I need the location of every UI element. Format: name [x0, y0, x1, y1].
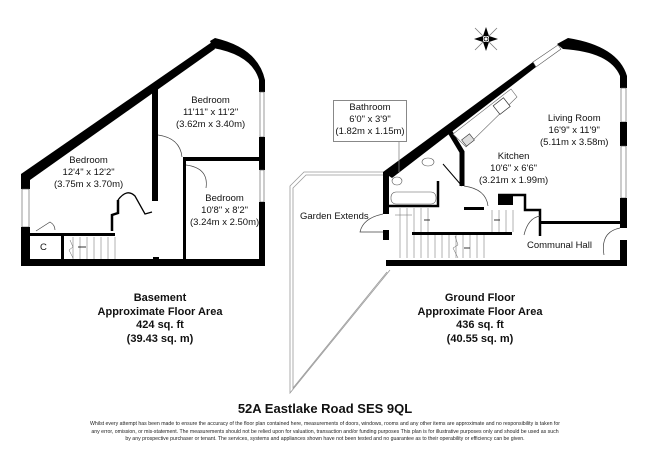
room-name: Bedroom — [69, 155, 108, 166]
communal-hall-label: Communal Hall — [527, 240, 592, 251]
room-label-kitchen: Kitchen 10'6" x 6'6" (3.21m x 1.99m) — [479, 151, 548, 187]
room-dims-imperial: 16'9" x 11'9" — [548, 125, 600, 136]
basement-bay-wall — [210, 38, 265, 80]
disclaimer-line: any error, omission, or mis-statement. T… — [91, 428, 559, 435]
room-label-bedroom-lower: Bedroom 10'8" x 8'2" (3.24m x 2.50m) — [190, 193, 259, 229]
area-sq-m: (40.55 sq. m) — [446, 332, 514, 345]
area-title: Ground Floor — [444, 292, 516, 304]
room-name: Living Room — [547, 113, 601, 124]
ground-stairs — [395, 208, 514, 259]
room-dims-imperial: 10'6" x 6'6" — [490, 163, 537, 174]
room-dims-metric: (3.21m x 1.99m) — [479, 175, 549, 186]
room-dims-imperial: 12'4" x 12'2" — [62, 167, 115, 178]
ground-floor-plan — [289, 38, 627, 395]
disclaimer-text: Whilst every attempt has been made to en… — [60, 421, 590, 444]
door-icon — [523, 215, 541, 236]
room-dims-metric: (1.82m x 1.15m) — [335, 126, 405, 137]
area-sq-m: (39.43 sq. m) — [126, 332, 194, 345]
door-icon — [359, 213, 384, 233]
garden-label: Garden Extends — [300, 211, 369, 222]
hob-icon — [492, 97, 511, 115]
room-name: Bathroom — [349, 102, 391, 113]
room-label-bedroom-left: Bedroom 12'4" x 12'2" (3.75m x 3.70m) — [54, 155, 123, 191]
garden-outline — [289, 171, 391, 395]
room-label-living-room: Living Room 16'9" x 11'9" (5.11m x 3.58m… — [540, 113, 608, 149]
room-name: Kitchen — [497, 151, 530, 162]
room-dims-metric: (5.11m x 3.58m) — [540, 137, 609, 148]
area-subtitle: Approximate Floor Area — [417, 305, 543, 318]
bathroom-label-box — [333, 100, 407, 142]
room-dims-imperial: 11'11" x 11'2" — [182, 107, 239, 118]
window-icon — [532, 44, 562, 68]
area-title: Basement — [133, 292, 187, 304]
disclaimer-line: Whilst every attempt has been made to en… — [89, 421, 560, 427]
area-subtitle: Approximate Floor Area — [97, 305, 223, 318]
door-icon — [117, 192, 153, 215]
disclaimer-line: by any prospective purchaser or tenant. … — [125, 436, 525, 443]
area-sq-ft: 436 sq. ft — [456, 319, 504, 331]
compass-rose-icon — [474, 27, 498, 51]
room-dims-imperial: 6'0" x 3'9" — [349, 114, 391, 125]
basement-plan — [21, 38, 265, 266]
bathtub-icon — [390, 191, 437, 205]
cupboard-label: C — [40, 242, 47, 253]
sink-icon — [421, 157, 435, 167]
room-dims-metric: (3.62m x 3.40m) — [176, 119, 246, 130]
ground-bay-wall — [557, 38, 627, 76]
door-icon — [157, 134, 183, 158]
basement-diagonal-wall — [21, 42, 215, 180]
ground-diagonal-wall — [383, 62, 536, 178]
property-address: 52A Eastlake Road SES 9QL — [237, 401, 413, 416]
sink-icon — [461, 133, 475, 147]
room-name: Bedroom — [191, 95, 230, 106]
door-icon — [603, 227, 621, 256]
toilet-icon — [391, 176, 403, 186]
door-icon — [463, 185, 489, 207]
basement-area-summary: Basement Approximate Floor Area 424 sq. … — [60, 292, 260, 346]
ground-floor-area-summary: Ground Floor Approximate Floor Area 436 … — [380, 292, 580, 346]
door-icon — [35, 221, 56, 232]
door-icon — [185, 164, 207, 189]
room-dims-metric: (3.75m x 3.70m) — [54, 179, 124, 190]
room-dims-metric: (3.24m x 2.50m) — [190, 217, 260, 228]
room-dims-imperial: 10'8" x 8'2" — [201, 205, 248, 216]
room-label-bedroom-upper: Bedroom 11'11" x 11'2" (3.62m x 3.40m) — [176, 95, 245, 131]
room-name: Bedroom — [205, 193, 244, 204]
area-sq-ft: 424 sq. ft — [136, 319, 184, 331]
room-label-bathroom: Bathroom 6'0" x 3'9" (1.82m x 1.15m) — [334, 102, 406, 138]
basement-stairs — [68, 237, 116, 259]
